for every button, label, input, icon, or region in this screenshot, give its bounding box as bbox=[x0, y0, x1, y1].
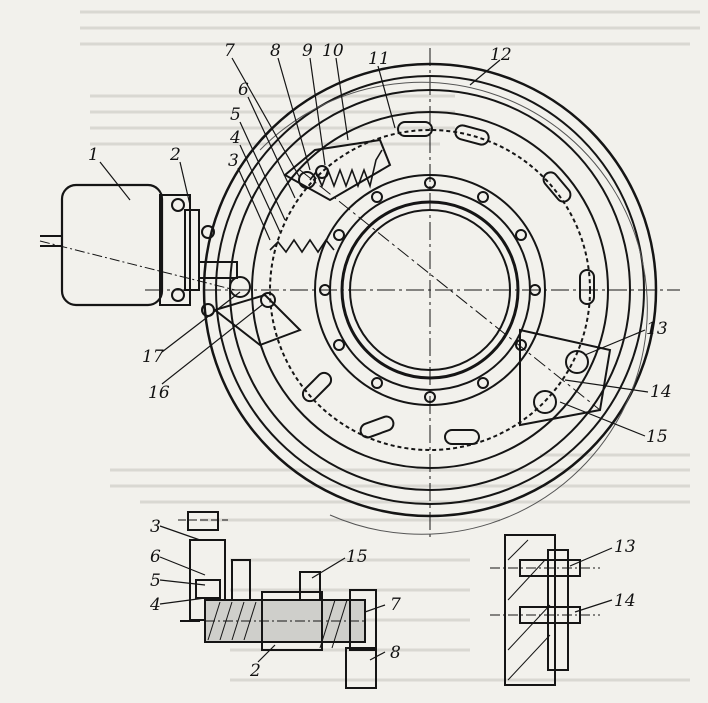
pin-8 bbox=[315, 165, 329, 179]
label-1: 1 bbox=[88, 145, 99, 165]
section-label-7: 7 bbox=[390, 595, 401, 615]
label-4: 4 bbox=[229, 128, 241, 148]
brake-chamber bbox=[60, 183, 164, 307]
section-label-3: 3 bbox=[150, 517, 161, 537]
section-left-labels: 3 6 5 4 15 7 8 2 bbox=[149, 517, 401, 681]
label-2: 2 bbox=[169, 145, 181, 165]
label-3: 3 bbox=[228, 151, 239, 171]
label-11: 11 bbox=[368, 49, 390, 69]
section-label-8: 8 bbox=[390, 643, 401, 663]
label-14: 14 bbox=[650, 382, 672, 402]
label-5: 5 bbox=[230, 105, 241, 125]
label-9: 9 bbox=[302, 41, 313, 61]
section-view-left bbox=[178, 511, 377, 689]
section-label-13: 13 bbox=[614, 537, 636, 557]
leader-lines-main bbox=[99, 57, 649, 437]
section-label-2: 2 bbox=[249, 661, 261, 681]
cam-pivot bbox=[229, 276, 251, 298]
main-view-labels: 1 2 3 4 5 6 7 8 9 10 11 12 13 14 15 16 1… bbox=[88, 41, 672, 447]
leader-lines-left-section bbox=[159, 525, 386, 663]
return-spring bbox=[309, 149, 383, 189]
label-7: 7 bbox=[224, 41, 235, 61]
section-view-right bbox=[490, 534, 600, 686]
section-label-14: 14 bbox=[614, 591, 636, 611]
label-13: 13 bbox=[646, 319, 668, 339]
label-16: 16 bbox=[148, 383, 170, 403]
label-10: 10 bbox=[322, 41, 344, 61]
section-right-labels: 13 14 bbox=[614, 537, 636, 611]
lower-shoe-end bbox=[212, 293, 302, 347]
push-rod bbox=[198, 261, 238, 279]
pin-7 bbox=[298, 171, 316, 189]
label-17: 17 bbox=[142, 347, 164, 367]
label-15: 15 bbox=[646, 427, 668, 447]
lever-pin bbox=[260, 292, 276, 308]
chamber-flange bbox=[159, 194, 191, 306]
label-12: 12 bbox=[490, 45, 512, 65]
section-label-5: 5 bbox=[150, 571, 161, 591]
anchor-pin-lower bbox=[533, 390, 557, 414]
label-6: 6 bbox=[238, 80, 249, 100]
section-label-15: 15 bbox=[346, 547, 368, 567]
bracket-plate bbox=[519, 328, 612, 427]
main-view bbox=[39, 48, 680, 540]
leader-lines-right-section bbox=[569, 547, 613, 613]
section-label-6: 6 bbox=[150, 547, 161, 567]
anchor-pin-upper bbox=[565, 350, 589, 374]
upper-shoe-end bbox=[283, 138, 392, 202]
section-label-4: 4 bbox=[149, 595, 161, 615]
label-8: 8 bbox=[270, 41, 281, 61]
shoe-spring bbox=[269, 238, 335, 254]
